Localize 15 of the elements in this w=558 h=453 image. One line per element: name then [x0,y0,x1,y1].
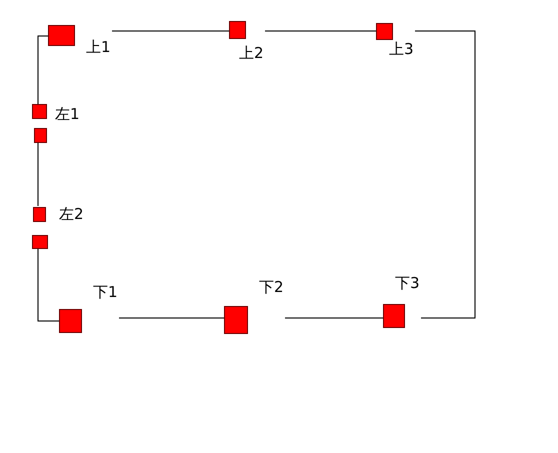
square-marker [32,235,48,249]
connector-line [112,30,230,32]
connector-line [264,30,376,32]
connector-line [414,30,476,318]
node-label: 左1 [55,106,80,123]
connector-line [38,36,48,104]
connector-line [38,248,60,322]
node-label: 上2 [239,45,264,62]
square-marker [34,128,47,143]
node-label: 下1 [93,284,118,301]
node-label: 上3 [389,41,414,58]
node-label: 上1 [86,39,111,56]
node-label: 下2 [259,279,284,296]
node-label: 下3 [395,275,420,292]
node-label: 左2 [59,206,84,223]
